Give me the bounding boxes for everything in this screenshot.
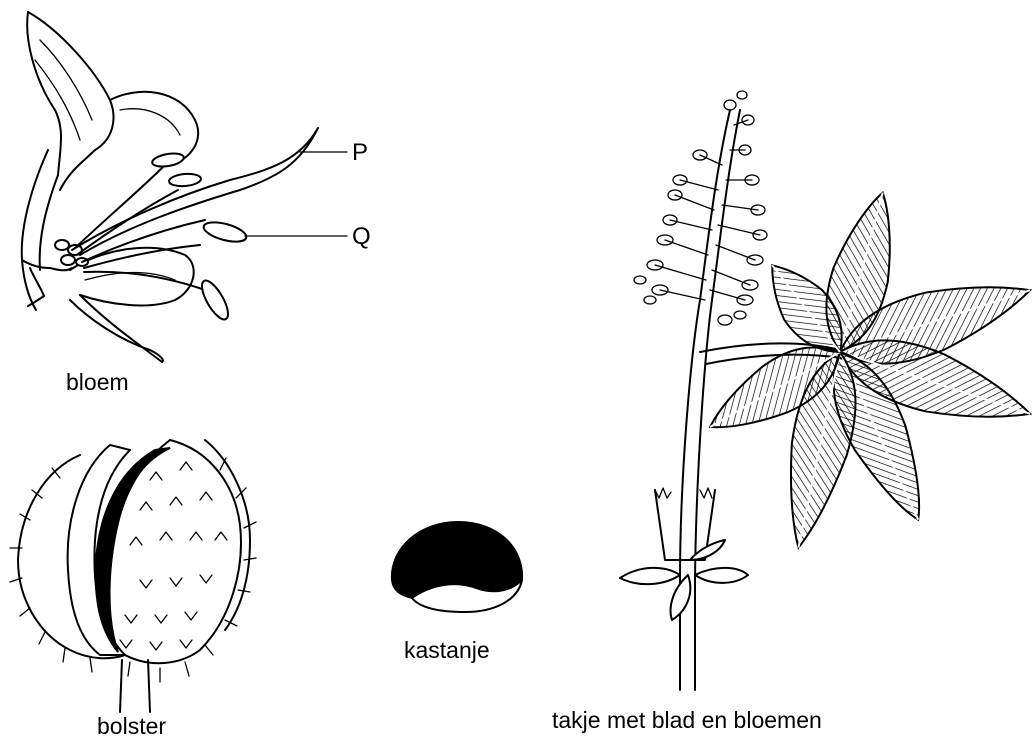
label-flower: bloem (66, 369, 129, 396)
label-q: Q (352, 223, 371, 251)
label-p: P (352, 139, 368, 167)
label-twig: takje met blad en bloemen (552, 707, 822, 734)
label-husk: bolster (97, 713, 166, 740)
label-chestnut: kastanje (404, 637, 490, 664)
